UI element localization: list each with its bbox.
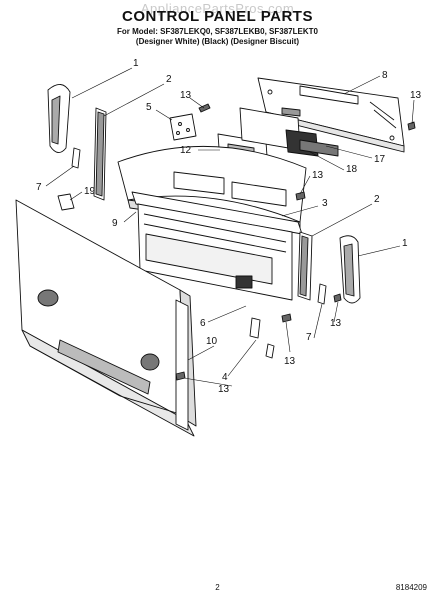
callout-2: 2 [374,194,380,205]
callout-1: 1 [402,238,408,249]
part-panel-strip [131,191,303,301]
part-spacer [249,317,275,359]
callout-13: 13 [410,90,422,101]
page-number: 2 [215,583,220,592]
callout-5: 5 [146,102,152,113]
callout-8: 8 [382,70,388,81]
callout-12: 12 [180,145,192,156]
callout-13: 13 [180,90,192,101]
callout-1: 1 [133,58,139,69]
callout-7: 7 [36,182,42,193]
model-list: For Model: SF387LEKQ0, SF387LEKB0, SF387… [117,27,318,36]
callout-18: 18 [346,164,358,175]
callout-13: 13 [218,384,230,395]
color-variants: (Designer White) (Black) (Designer Biscu… [135,37,300,46]
callout-6: 6 [200,318,206,329]
part-screw [198,103,416,131]
leader-lines [45,67,415,387]
callout-4: 4 [222,372,228,383]
callout-9: 9 [112,218,118,229]
callout-19: 19 [84,186,96,197]
callout-13: 13 [330,318,342,329]
callout-2: 2 [166,74,172,85]
part-control-panel-cover [257,77,405,153]
watermark: AppliancePartsPros.com [140,1,295,16]
part-end-cap-right [339,235,361,304]
part-end-cap-left [47,84,71,153]
part-side-bracket-left [93,107,107,201]
callout-13: 13 [284,356,296,367]
part-clip-left [57,147,81,211]
callout-3: 3 [322,198,328,209]
part-side-trim [175,299,189,431]
part-bracket [169,113,197,141]
callout-7: 7 [306,332,312,343]
page-title: CONTROL PANEL PARTS [122,8,313,25]
callout-17: 17 [374,154,386,165]
part-side-bracket-right [297,231,313,301]
document-code: 8184209 [395,583,427,592]
part-clock-board [239,107,339,157]
callout-10: 10 [206,336,218,347]
part-clip-right [317,283,327,305]
callout-13: 13 [312,170,324,181]
